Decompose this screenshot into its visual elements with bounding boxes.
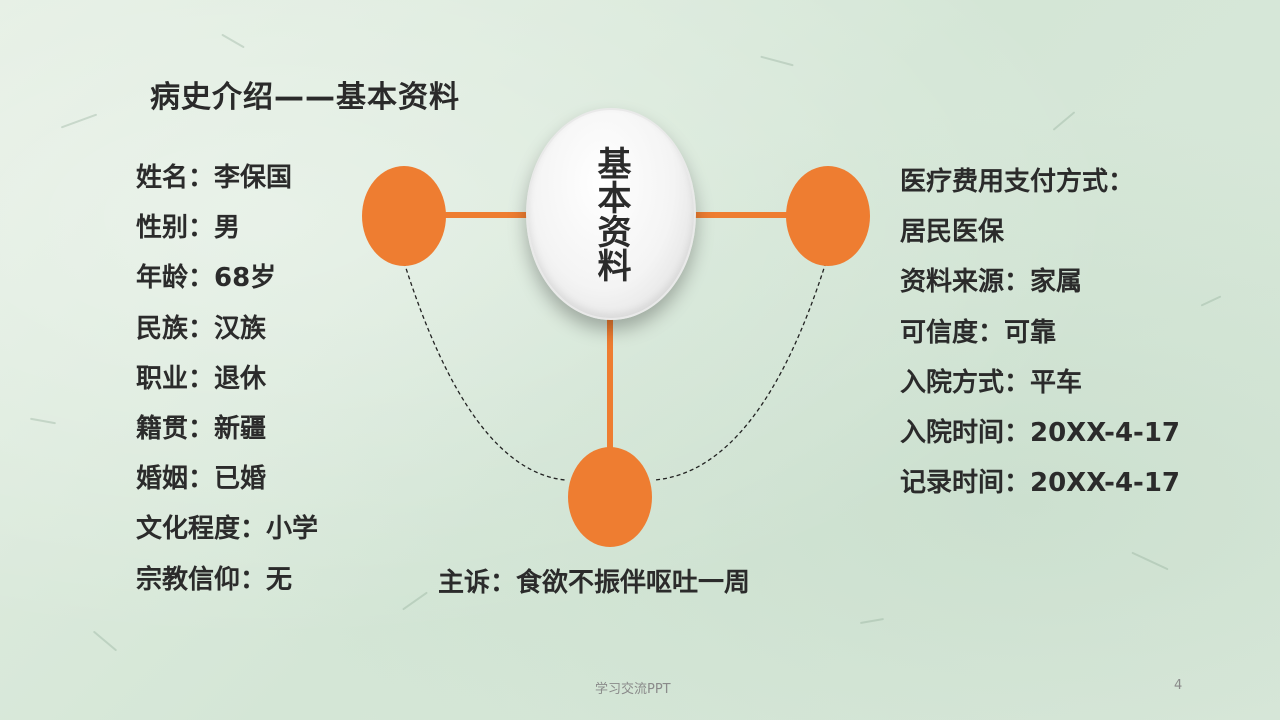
patient-info-right: 医疗费用支付方式： 居民医保 资料来源：家属 可信度：可靠 入院方式：平车 入院… (900, 162, 1180, 513)
field-admission-time: 入院时间：20XX-4-17 (900, 417, 1181, 448)
field-payment-method-value: 居民医保 (900, 217, 1005, 248)
dashed-connector-right (654, 261, 827, 481)
patient-info-left: 姓名：李保国 性别：男 年龄：68岁 民族：汉族 职业：退休 籍贯：新疆 婚姻：… (136, 158, 318, 610)
center-label: 基本资料 (528, 124, 694, 304)
chief-complaint: 主诉：食欲不振伴呕吐一周 (438, 568, 751, 598)
field-age: 年龄：68岁 (136, 263, 277, 294)
field-gender: 性别：男 (136, 213, 241, 244)
field-education: 文化程度：小学 (136, 514, 319, 545)
field-native-place: 籍贯：新疆 (136, 413, 267, 444)
field-name: 姓名：李保国 (136, 163, 293, 193)
field-marital-status: 婚姻：已婚 (136, 464, 267, 495)
field-payment-method-label: 医疗费用支付方式： (900, 167, 1135, 197)
field-record-time: 记录时间：20XX-4-17 (900, 468, 1181, 499)
field-occupation: 职业：退休 (136, 363, 267, 394)
center-label-text: 基本资料 (591, 146, 631, 282)
footer-text: 学习交流PPT (595, 682, 671, 697)
field-data-source: 资料来源：家属 (900, 267, 1083, 298)
field-ethnicity: 民族：汉族 (136, 313, 267, 344)
center-hub: 基本资料 (526, 108, 696, 320)
page-number: 4 (1174, 678, 1183, 693)
field-religion: 宗教信仰：无 (136, 564, 293, 595)
field-admission-method: 入院方式：平车 (900, 367, 1083, 398)
dashed-connector-left (403, 261, 566, 481)
slide-title: 病史介绍——基本资料 (150, 80, 460, 115)
orange-node-right (786, 166, 870, 266)
orange-node-left (362, 166, 446, 266)
field-reliability: 可信度：可靠 (900, 317, 1057, 348)
orange-node-bottom (568, 447, 652, 547)
